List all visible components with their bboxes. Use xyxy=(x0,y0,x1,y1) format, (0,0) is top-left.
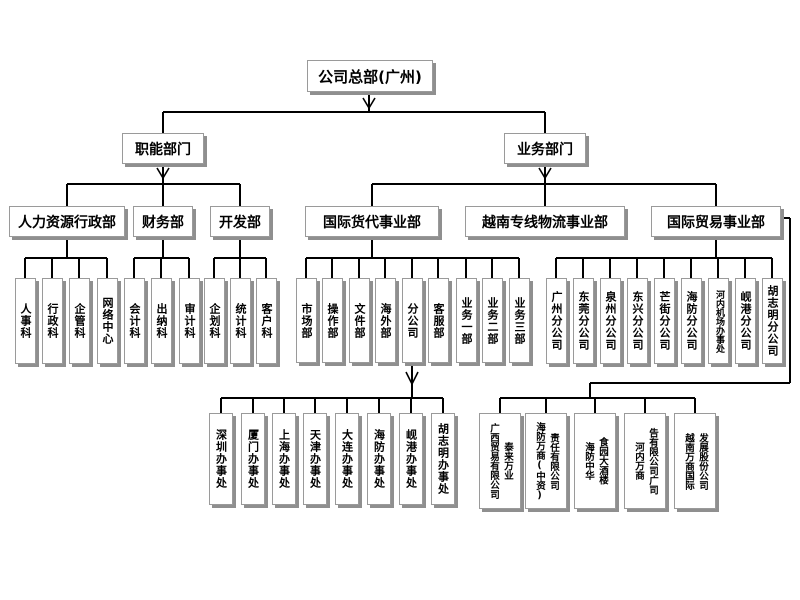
partner-col-1: 海防中华 xyxy=(583,442,594,480)
partner-col-1: 越南万商国际 xyxy=(683,432,694,490)
partner-col-2: 食园大酒楼 xyxy=(597,437,608,485)
development-department: 开发部 xyxy=(210,206,270,237)
freight-child-documents: 文件部 xyxy=(349,278,370,363)
root-node: 公司总部(广州) xyxy=(307,60,433,92)
functional-departments-node: 职能部门 xyxy=(122,133,204,164)
freight-child-business-2: 业务二部 xyxy=(482,278,503,363)
partner-col-2: 告有限公司广司 xyxy=(647,427,658,495)
hr-child-network-center: 网络中心 xyxy=(97,278,118,364)
finance-child-audit: 审计科 xyxy=(179,278,200,364)
trade-child-mongcai: 芒街分公司 xyxy=(654,278,675,364)
finance-child-cashier: 出纳科 xyxy=(151,278,172,364)
freight-child-customer-service: 客服部 xyxy=(428,278,449,363)
dev-child-statistics: 统计科 xyxy=(230,278,251,364)
office-haiphong: 海防办事处 xyxy=(367,413,391,505)
partner-col-2: 责任有限公司 xyxy=(548,432,559,490)
partner-col-1: 广西贸易有限公司 xyxy=(488,423,499,499)
partner-col-2: 发展股份公司 xyxy=(697,432,708,490)
trade-child-dongguan: 东莞分公司 xyxy=(573,278,594,364)
partner-haiphong-wanshang: 海防万商(中资) 责任有限公司 xyxy=(525,413,567,509)
freight-child-market: 市场部 xyxy=(296,278,317,363)
partner-hanoi-wanshang: 河内万商 告有限公司广司 xyxy=(624,413,666,509)
freight-child-overseas: 海外部 xyxy=(375,278,396,363)
freight-child-operation: 操作部 xyxy=(322,278,343,363)
finance-department: 财务部 xyxy=(133,206,193,237)
partner-haiphong-zhonghua: 海防中华 食园大酒楼 xyxy=(574,413,616,509)
office-xiamen: 厦门办事处 xyxy=(241,413,265,505)
partner-col-2: 泰来万业 xyxy=(502,442,513,480)
office-danang: 岘港办事处 xyxy=(399,413,423,505)
partner-guangxi-trade: 广西贸易有限公司 泰来万业 xyxy=(479,413,521,509)
office-shanghai: 上海办事处 xyxy=(272,413,296,505)
hr-admin-department: 人力资源行政部 xyxy=(9,206,125,237)
office-dalian: 大连办事处 xyxy=(335,413,359,505)
office-tianjin: 天津办事处 xyxy=(303,413,327,505)
vietnam-logistics-division: 越南专线物流事业部 xyxy=(465,206,625,237)
freight-child-branch: 分公司 xyxy=(402,278,423,363)
hr-child-administration: 行政科 xyxy=(42,278,63,364)
international-freight-division: 国际货代事业部 xyxy=(305,206,439,237)
partner-col-1: 河内万商 xyxy=(633,442,644,480)
partner-col-1: 海防万商(中资) xyxy=(534,421,545,501)
trade-child-guangzhou: 广州分公司 xyxy=(546,278,567,364)
hr-child-personnel: 人事科 xyxy=(15,278,36,364)
office-hochiminh: 胡志明办事处 xyxy=(431,413,455,505)
business-departments-node: 业务部门 xyxy=(504,133,586,164)
partner-vietnam-wanshang: 越南万商国际 发展股份公司 xyxy=(674,413,716,509)
hr-child-enterprise-mgmt: 企管科 xyxy=(69,278,90,364)
dev-child-planning: 企划科 xyxy=(204,278,225,364)
trade-child-dongxing: 东兴分公司 xyxy=(627,278,648,364)
trade-child-quanzhou: 泉州分公司 xyxy=(600,278,621,364)
trade-child-haiphong: 海防分公司 xyxy=(681,278,702,364)
trade-child-hochiminh: 胡志明分公司 xyxy=(762,278,783,364)
freight-child-business-3: 业务三部 xyxy=(509,278,530,363)
international-trade-division: 国际贸易事业部 xyxy=(651,206,781,237)
trade-child-hanoi-airport-office: 河内机场办事处 xyxy=(708,278,729,364)
office-shenzhen: 深圳办事处 xyxy=(209,413,233,505)
finance-child-accounting: 会计科 xyxy=(124,278,145,364)
freight-child-business-1: 业务一部 xyxy=(456,278,477,363)
dev-child-customer: 客户科 xyxy=(256,278,277,364)
trade-child-danang: 岘港分公司 xyxy=(735,278,756,364)
